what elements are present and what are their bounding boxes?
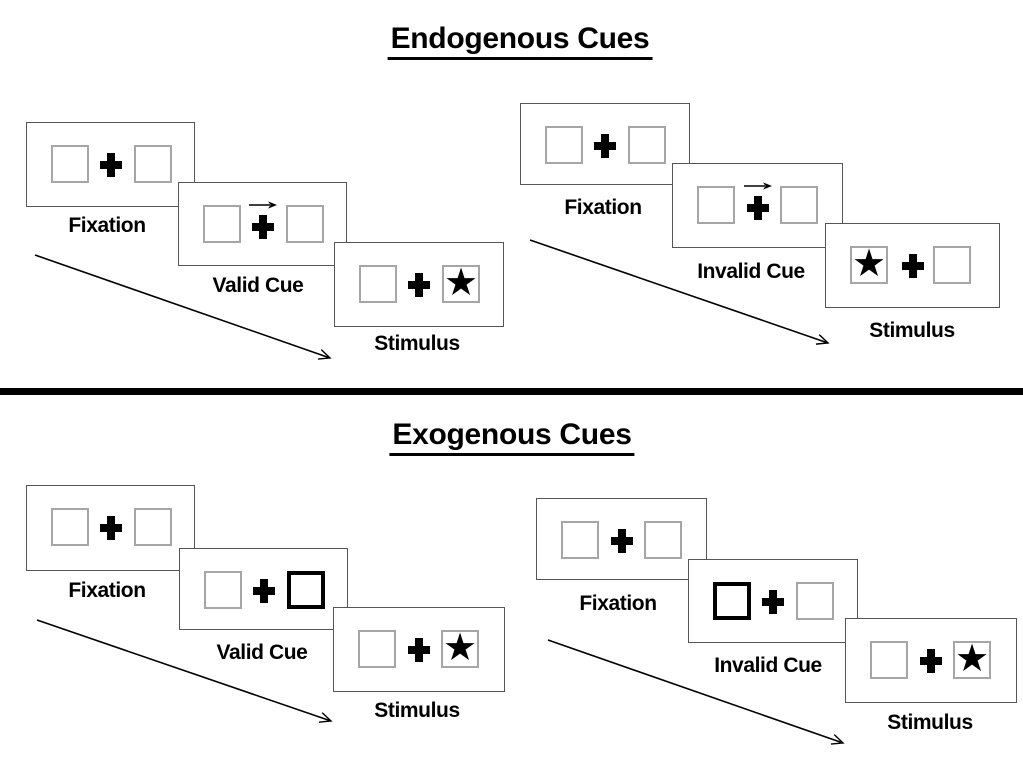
stimulus-panel: ★ [825,223,1000,308]
star-stimulus-icon: ★ [443,261,479,304]
left-box [204,571,242,609]
fixation-cross-icon [920,649,942,673]
fixation-label: Fixation [68,214,146,237]
right-box [628,126,666,164]
right-arrow-cue-icon [743,182,772,190]
stimulus-panel: ★ [334,242,504,327]
stimulus-label: Stimulus [869,319,955,342]
right-box [134,145,172,183]
left-box: ★ [850,242,888,285]
stimulus-label: Stimulus [374,332,460,355]
valid-cue-panel [179,548,348,630]
stimulus-label: Stimulus [887,711,973,734]
invalid-cue-label: Invalid Cue [714,654,822,677]
right-box [134,508,172,546]
fixation-label: Fixation [68,579,146,602]
stimulus-panel: ★ [845,618,1017,703]
endogenous-title-text: Endogenous Cues [387,22,653,60]
right-box [933,246,971,284]
right-box: ★ [441,626,479,669]
fixation-panel [520,103,690,185]
invalid-cue-label: Invalid Cue [697,260,805,283]
valid-cue-label: Valid Cue [216,641,308,664]
stimulus-panel: ★ [333,607,505,692]
highlighted-right-box-cue [287,571,325,609]
invalid-cue-panel [672,163,843,248]
fixation-panel [536,498,707,580]
stimulus-label: Stimulus [374,699,460,722]
fixation-cross-icon [252,579,275,603]
fixation-cross-icon [408,273,430,297]
exogenous-section-title: Exogenous Cues [389,418,635,456]
fixation-cross-icon [762,590,784,614]
right-box [796,582,834,620]
left-box [359,265,397,303]
star-stimulus-icon: ★ [954,637,990,680]
right-box: ★ [953,637,991,680]
section-divider [0,388,1023,395]
right-box [644,521,682,559]
left-box [51,508,89,546]
fixation-label: Fixation [564,196,642,219]
right-arrow-cue-icon [248,201,277,209]
star-stimulus-icon: ★ [442,626,478,669]
time-sequence-arrow [529,239,830,345]
fixation-cross-icon [594,134,616,158]
highlighted-left-box-cue [713,582,751,620]
fixation-cross-icon [99,153,122,177]
fixation-cross-icon [610,529,633,553]
fixation-cross-icon [408,638,430,662]
left-box [561,521,599,559]
fixation-cross-icon [99,516,122,540]
left-box [870,641,908,679]
left-box [545,126,583,164]
valid-cue-label: Valid Cue [212,274,304,297]
fixation-panel [26,485,195,571]
right-box [780,186,818,224]
fixation-panel [26,122,195,207]
left-box [203,205,241,243]
right-box: ★ [442,261,480,304]
right-box [286,205,324,243]
time-sequence-arrow [36,619,333,723]
left-box [358,630,396,668]
exogenous-title-text: Exogenous Cues [389,418,635,456]
star-stimulus-icon: ★ [851,242,887,285]
fixation-label: Fixation [579,592,657,615]
fixation-cross-icon [746,196,769,220]
time-sequence-arrow [34,254,332,360]
valid-cue-panel [178,182,347,266]
left-box [51,145,89,183]
fixation-cross-icon [901,254,924,278]
endogenous-section-title: Endogenous Cues [387,22,653,60]
invalid-cue-panel [688,559,858,643]
left-box [697,186,735,224]
time-sequence-arrow [547,639,845,745]
fixation-cross-icon [251,215,274,239]
